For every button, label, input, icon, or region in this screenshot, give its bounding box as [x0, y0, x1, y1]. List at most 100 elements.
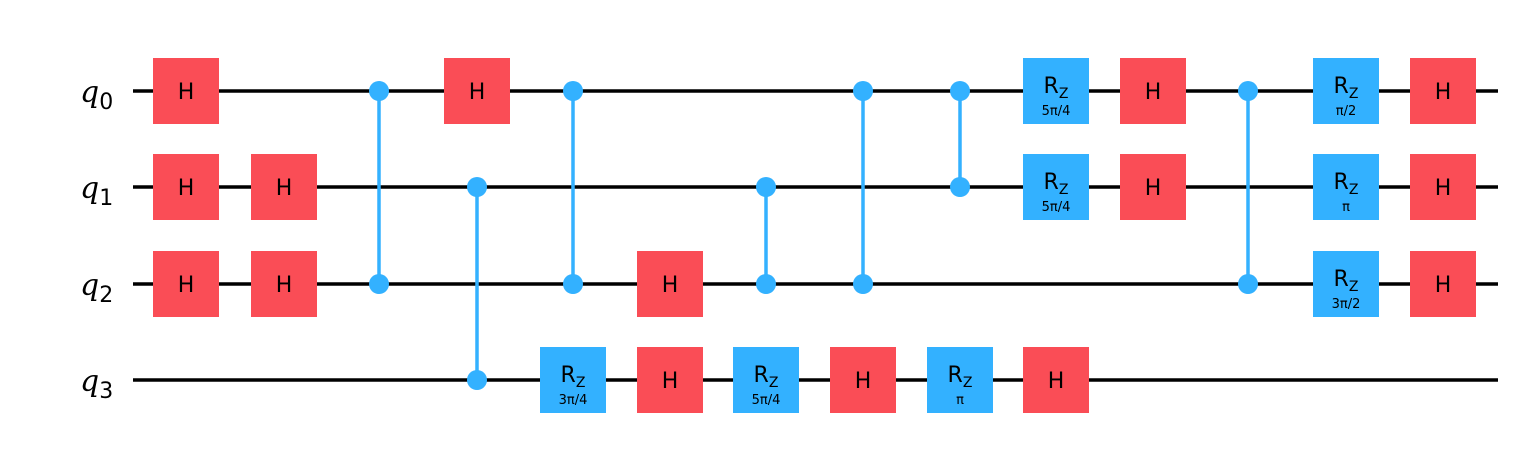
gate-label: H — [662, 273, 679, 298]
gate-box — [1410, 154, 1476, 220]
gate-box — [733, 347, 799, 413]
h-gate-q2: H — [153, 251, 219, 317]
gate-box — [830, 347, 896, 413]
gate-label: RZ — [754, 363, 779, 391]
gate-box — [153, 251, 219, 317]
cz-control-dot-q2 — [756, 274, 776, 294]
h-gate-q0: H — [444, 58, 510, 124]
gate-label: H — [469, 80, 486, 105]
qubit-label-3: q3 — [80, 364, 113, 404]
h-gate-q2: H — [1410, 251, 1476, 317]
rz-gate-q1: RZ 5π/4 — [1023, 154, 1089, 220]
h-gate-q1: H — [153, 154, 219, 220]
gate-box — [153, 154, 219, 220]
h-gate-q3: H — [637, 347, 703, 413]
gate-parameter: π — [956, 393, 964, 408]
cz-control-dot-q1 — [467, 177, 487, 197]
gate-label: H — [1145, 80, 1162, 105]
gate-parameter: 3π/4 — [559, 393, 588, 408]
gate-box — [251, 251, 317, 317]
qubit-label-1: q1 — [80, 171, 113, 211]
gate-label: RZ — [1334, 267, 1359, 295]
gate-box — [1410, 251, 1476, 317]
gate-label: H — [1435, 80, 1452, 105]
cz-control-dot-q0 — [369, 81, 389, 101]
qubit-labels: q0 q1 q2 q3 — [80, 75, 113, 404]
h-gate-q2: H — [251, 251, 317, 317]
gate-box — [540, 347, 606, 413]
rz-gate-q1: RZ π — [1313, 154, 1379, 220]
gate-box — [1120, 154, 1186, 220]
gate-parameter: 3π/2 — [1332, 297, 1361, 312]
gate-label: H — [178, 273, 195, 298]
gate-label: RZ — [1044, 74, 1069, 102]
rz-gate-q3: RZ 3π/4 — [540, 347, 606, 413]
h-gate-q0: H — [153, 58, 219, 124]
cz-control-dot-q1 — [950, 177, 970, 197]
gate-label: H — [1048, 369, 1065, 394]
rz-gate-q3: RZ π — [927, 347, 993, 413]
h-gate-q0: H — [1410, 58, 1476, 124]
cz-control-dot-q0 — [950, 81, 970, 101]
gate-label: H — [1435, 176, 1452, 201]
rz-gate-q0: RZ π/2 — [1313, 58, 1379, 124]
cz-control-dot-q0 — [563, 81, 583, 101]
gate-box — [1023, 154, 1089, 220]
rz-gate-q2: RZ 3π/2 — [1313, 251, 1379, 317]
qubit-wires — [133, 89, 1498, 382]
h-gate-q3: H — [1023, 347, 1089, 413]
gate-label: RZ — [561, 363, 586, 391]
h-gate-q1: H — [1410, 154, 1476, 220]
qubit-label-0: q0 — [80, 75, 113, 115]
gate-box — [1313, 154, 1379, 220]
gate-label: H — [276, 176, 293, 201]
cz-control-dot-q0 — [853, 81, 873, 101]
gate-label: RZ — [948, 363, 973, 391]
rz-gate-q3: RZ 5π/4 — [733, 347, 799, 413]
cz-control-dot-q3 — [467, 370, 487, 390]
gate-box — [927, 347, 993, 413]
gate-label: H — [276, 273, 293, 298]
cz-control-dot-q2 — [1238, 274, 1258, 294]
gate-box — [1023, 58, 1089, 124]
gate-label: RZ — [1334, 74, 1359, 102]
cz-control-dot-q2 — [853, 274, 873, 294]
cz-control-dot-q1 — [756, 177, 776, 197]
gate-parameter: 5π/4 — [1042, 200, 1071, 215]
gate-label: H — [662, 369, 679, 394]
gate-box — [251, 154, 317, 220]
h-gate-q0: H — [1120, 58, 1186, 124]
gate-box — [153, 58, 219, 124]
rz-gate-q0: RZ 5π/4 — [1023, 58, 1089, 124]
gate-label: H — [178, 80, 195, 105]
gate-label: H — [1145, 176, 1162, 201]
gate-connectors — [377, 91, 1250, 380]
cz-control-dot-q2 — [563, 274, 583, 294]
gate-label: H — [855, 369, 872, 394]
gate-parameter: π/2 — [1336, 104, 1356, 119]
gate-label: H — [1435, 273, 1452, 298]
gate-box — [637, 347, 703, 413]
h-gate-q1: H — [251, 154, 317, 220]
gate-box — [1313, 58, 1379, 124]
h-gate-q3: H — [830, 347, 896, 413]
h-gate-q1: H — [1120, 154, 1186, 220]
gate-parameter: π — [1342, 200, 1350, 215]
gate-label: RZ — [1334, 170, 1359, 198]
gate-box — [1120, 58, 1186, 124]
h-gate-q2: H — [637, 251, 703, 317]
gate-parameter: 5π/4 — [752, 393, 781, 408]
gate-box — [1313, 251, 1379, 317]
cz-control-dot-q2 — [369, 274, 389, 294]
gate-box — [444, 58, 510, 124]
gate-label: H — [178, 176, 195, 201]
cz-control-dot-q0 — [1238, 81, 1258, 101]
gate-box — [1410, 58, 1476, 124]
gate-label: RZ — [1044, 170, 1069, 198]
gate-parameter: 5π/4 — [1042, 104, 1071, 119]
gate-box — [637, 251, 703, 317]
qubit-label-2: q2 — [80, 268, 113, 308]
gate-box — [1023, 347, 1089, 413]
